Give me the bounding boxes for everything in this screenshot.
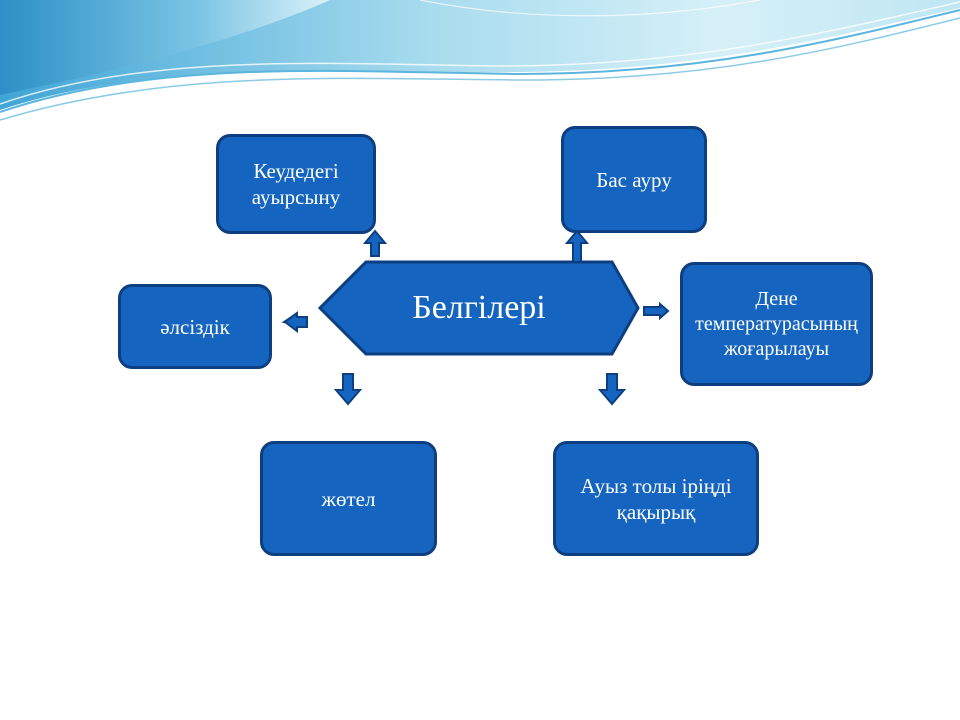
node-cough: жөтел (260, 441, 437, 556)
arrow-right-icon (643, 301, 670, 321)
header-wave (0, 0, 960, 121)
arrow-up-icon (362, 229, 388, 257)
node-weakness: әлсіздік (118, 284, 272, 369)
node-fever: Дене температурасының жоғарылауы (680, 262, 873, 386)
node-sputum: Ауыз толы іріңді қақырық (553, 441, 759, 556)
center-hexagon (317, 260, 640, 356)
node-headache: Бас ауру (561, 126, 707, 233)
node-label: Дене температурасының жоғарылауы (695, 287, 858, 360)
node-label: Бас ауру (596, 167, 672, 192)
node-label: Ауыз толы іріңді қақырық (580, 473, 732, 524)
node-label: жөтел (321, 486, 376, 511)
arrow-left-icon (283, 311, 308, 333)
center-label: Белгілері (412, 289, 546, 326)
arrow-down-icon (333, 373, 363, 406)
node-chest-pain: Кеудедегі ауырсыну (216, 134, 376, 234)
arrow-up-icon (564, 229, 590, 263)
arrow-down-icon (597, 373, 627, 406)
node-label: Кеудедегі ауырсыну (251, 159, 341, 209)
node-label: әлсіздік (160, 314, 230, 339)
